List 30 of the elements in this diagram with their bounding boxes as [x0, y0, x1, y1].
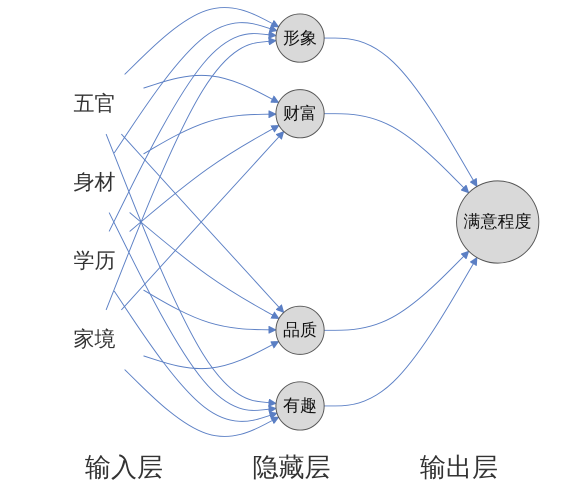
- arrow: [142, 290, 276, 334]
- node-text: 学历: [73, 249, 115, 274]
- arrow: [323, 38, 477, 187]
- node-circle: 满意程度: [456, 180, 539, 264]
- arrow: [105, 134, 276, 407]
- layer-label: 输入层: [84, 452, 163, 485]
- layer-label: 输出层: [420, 452, 498, 485]
- arrow: [323, 257, 477, 406]
- arrow: [128, 212, 279, 319]
- node-circle: 品质: [274, 306, 324, 355]
- node-text: 五官: [73, 92, 115, 116]
- node-circle: 财富: [274, 89, 324, 138]
- arrow: [323, 113, 469, 194]
- arrow: [113, 290, 277, 422]
- arrow: [124, 7, 279, 75]
- arrow: [142, 74, 279, 103]
- arrow: [105, 37, 276, 310]
- arrow: [128, 125, 279, 232]
- node-text: 身材: [73, 170, 115, 195]
- arrow: [142, 110, 276, 154]
- arrow: [113, 22, 277, 154]
- node-circle: 形象: [274, 13, 324, 63]
- arrow: [124, 369, 279, 437]
- arrow: [108, 30, 276, 232]
- arrow: [108, 212, 276, 414]
- node-text: 家境: [73, 328, 115, 352]
- arrow: [142, 341, 279, 370]
- arrow: [323, 250, 469, 331]
- layer-label: 隐藏层: [252, 452, 330, 485]
- node-circle: 有趣: [274, 381, 324, 431]
